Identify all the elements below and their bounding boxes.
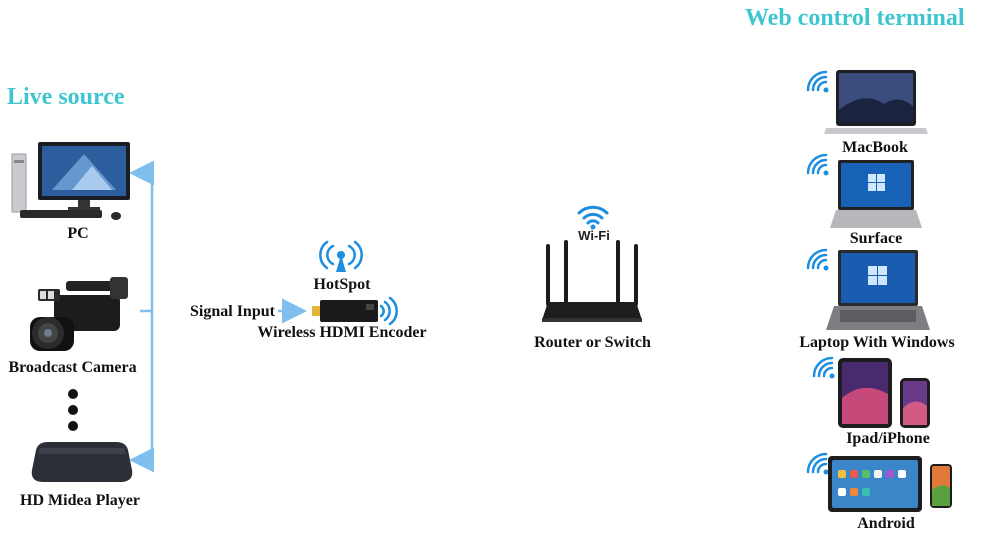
ipad-iphone-label: Ipad/iPhone [846, 430, 930, 447]
surface-icon [830, 160, 922, 228]
live-source-heading: Live source [7, 84, 125, 110]
web-control-terminal-heading: Web control terminal [745, 5, 965, 31]
wireless-hdmi-encoder-label: Wireless HDMI Encoder [257, 324, 427, 341]
router-icon [542, 240, 642, 322]
terminal-wifi-icon [806, 70, 829, 93]
hotspot-icon [319, 240, 363, 272]
wifi-icon [577, 205, 609, 230]
laptop-windows-icon [826, 250, 930, 330]
terminal-wifi-icon [806, 248, 829, 271]
hotspot-label: HotSpot [313, 276, 371, 293]
router-label: Router or Switch [534, 334, 651, 351]
media-player-icon [31, 442, 133, 482]
terminal-wifi-icon [806, 153, 829, 176]
surface-label: Surface [849, 230, 903, 247]
laptop-windows-label: Laptop With Windows [799, 334, 955, 351]
signal-input-label: Signal Input [190, 303, 275, 320]
terminal-wifi-icon [806, 452, 829, 475]
macbook-label: MacBook [842, 139, 908, 156]
broadcast-camera-label: Broadcast Camera [8, 359, 137, 376]
wireless-hdmi-encoder-icon [312, 296, 398, 326]
terminal-wifi-icon [812, 356, 835, 379]
android-label: Android [857, 515, 915, 532]
ipad-iphone-icon [838, 358, 930, 428]
media-player-label: HD Midea Player [20, 492, 140, 509]
macbook-icon [824, 70, 928, 134]
pc-label: PC [67, 225, 89, 242]
ellipsis-icon [68, 389, 78, 431]
wifi-text: Wi-Fi [578, 228, 610, 243]
broadcast-camera-icon [30, 277, 128, 351]
pc-icon [11, 142, 130, 220]
android-icon [828, 456, 952, 512]
